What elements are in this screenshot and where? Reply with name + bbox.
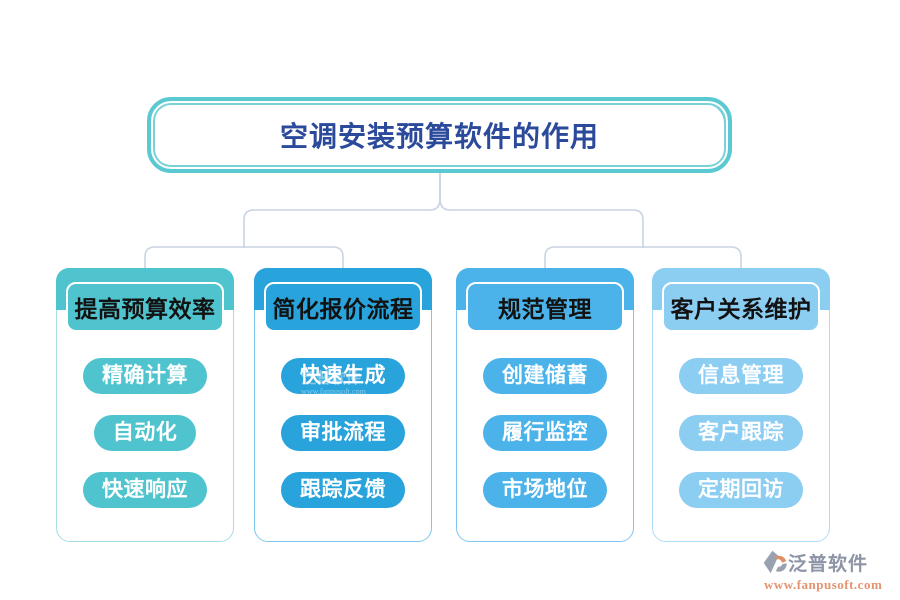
branch-header-label: 规范管理 [498, 296, 592, 322]
branch-item: 跟踪反馈 [281, 472, 405, 508]
branch-header-label: 简化报价流程 [272, 296, 414, 322]
branch-item: 快速生成 [281, 358, 405, 394]
branch-item: 精确计算 [83, 358, 207, 394]
connector-fork-left [144, 246, 344, 269]
branch-item: 创建储蓄 [483, 358, 607, 394]
branch-column-standard-management: 规范管理 创建储蓄 履行监控 市场地位 [456, 268, 634, 542]
branch-header-label: 客户关系维护 [670, 296, 812, 322]
branch-column-customer-relations: 客户关系维护 信息管理 客户跟踪 定期回访 [652, 268, 830, 542]
fanpu-logo-icon [763, 550, 787, 574]
brand-watermark-url: www.fanpusoft.com [764, 577, 883, 592]
branch-item-list: 创建储蓄 履行监控 市场地位 [457, 332, 633, 508]
branch-item: 审批流程 [281, 415, 405, 451]
branch-item: 自动化 [93, 415, 197, 451]
root-node-label: 空调安装预算软件的作用 [279, 121, 599, 152]
brand-watermark-name: 泛普软件 [788, 553, 869, 575]
branch-item: 快速响应 [83, 472, 207, 508]
branch-column-quotation-process: 简化报价流程 快速生成 审批流程 跟踪反馈 [254, 268, 432, 542]
branch-header-plate: 客户关系维护 [662, 282, 820, 332]
root-node: 空调安装预算软件的作用 [147, 97, 732, 173]
connector-root-right [439, 172, 644, 248]
branch-item: 定期回访 [679, 472, 803, 508]
branch-item-list: 快速生成 审批流程 跟踪反馈 [255, 332, 431, 508]
branch-column-budget-efficiency: 提高预算效率 精确计算 自动化 快速响应 [56, 268, 234, 542]
branch-item: 客户跟踪 [679, 415, 803, 451]
branch-header-plate: 规范管理 [466, 282, 624, 332]
connector-fork-right [544, 246, 742, 269]
brand-watermark: 泛普软件 www.fanpusoft.com [762, 548, 894, 593]
branch-item: 市场地位 [483, 472, 607, 508]
branch-item: 信息管理 [679, 358, 803, 394]
branch-header-label: 提高预算效率 [74, 296, 216, 322]
branch-item-list: 精确计算 自动化 快速响应 [57, 332, 233, 508]
branch-header-plate: 简化报价流程 [264, 282, 422, 332]
branch-item-list: 信息管理 客户跟踪 定期回访 [653, 332, 829, 508]
connector-root-left [243, 172, 441, 248]
branch-item: 履行监控 [483, 415, 607, 451]
branch-header-plate: 提高预算效率 [66, 282, 224, 332]
